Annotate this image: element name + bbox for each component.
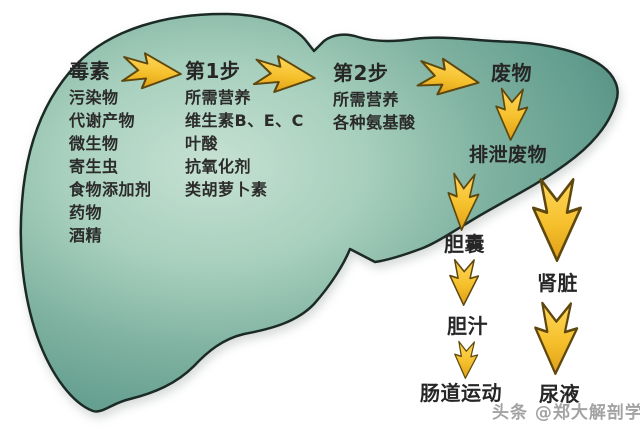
list-item: 代谢产物 xyxy=(69,111,136,130)
list-item: 叶酸 xyxy=(185,134,219,153)
toxins-list: 污染物 代谢产物 微生物 寄生虫 食物添加剂 药物 酒精 xyxy=(69,86,152,247)
step1-header: 第1步 xyxy=(185,59,241,83)
intestine-motion-label: 肠道运动 xyxy=(420,381,502,405)
list-item: 微生物 xyxy=(69,134,119,153)
arrow-kidney-to-urine-icon xyxy=(533,301,579,376)
list-item: 所需营养 xyxy=(333,90,400,109)
waste-label: 废物 xyxy=(491,61,532,85)
list-item: 维生素B、E、C xyxy=(185,111,304,130)
arrow-excrete-to-kidney-icon xyxy=(531,178,583,262)
toxins-header: 毒素 xyxy=(69,59,110,83)
list-item: 类胡萝卜素 xyxy=(185,180,268,199)
list-item: 抗氧化剂 xyxy=(185,157,252,176)
gallbladder-label: 胆囊 xyxy=(444,232,485,256)
arrow-bile-to-intestine-icon xyxy=(453,340,479,380)
list-item: 污染物 xyxy=(69,88,119,107)
step2-list: 所需营养 各种氨基酸 xyxy=(333,88,416,134)
list-item: 所需营养 xyxy=(185,88,252,107)
list-item: 药物 xyxy=(69,203,103,222)
step2-header: 第2步 xyxy=(333,61,389,85)
arrow-waste-to-excrete-icon xyxy=(493,87,530,142)
watermark: 头条 @郑大解剖学 xyxy=(492,403,640,423)
list-item: 酒精 xyxy=(69,226,103,245)
list-item: 食物添加剂 xyxy=(69,180,152,199)
list-item: 寄生虫 xyxy=(69,157,119,176)
list-item: 各种氨基酸 xyxy=(333,113,416,132)
urine-label: 尿液 xyxy=(539,382,580,406)
excrete-waste-label: 排泄废物 xyxy=(469,144,548,166)
bile-label: 胆汁 xyxy=(447,314,488,338)
step1-list: 所需营养 维生素B、E、C 叶酸 抗氧化剂 类胡萝卜素 xyxy=(185,86,304,201)
kidney-label: 肾脏 xyxy=(537,271,578,295)
arrow-excrete-to-gallbladder-icon xyxy=(445,172,481,232)
arrow-gallbladder-to-bile-icon xyxy=(448,258,480,307)
